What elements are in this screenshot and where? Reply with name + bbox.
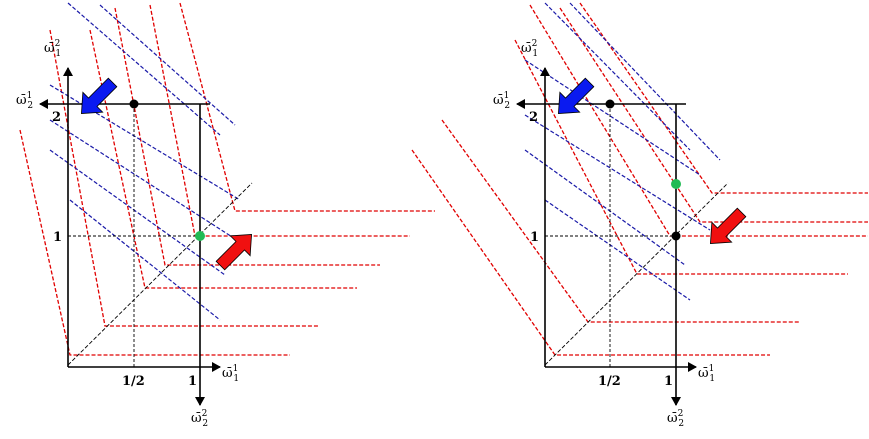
red-curve xyxy=(114,7,380,266)
red-curve xyxy=(441,119,800,323)
blue-curve xyxy=(524,114,711,231)
equilibrium-point xyxy=(671,231,681,241)
red-curve xyxy=(411,149,770,356)
red-curve xyxy=(179,2,435,212)
tick-label-1-y: 1 xyxy=(530,230,539,245)
red-indifference-curves xyxy=(19,2,435,356)
endowment-point xyxy=(129,99,139,109)
blue-curve xyxy=(49,84,241,201)
tick-label-half: 1/2 xyxy=(122,374,145,389)
red-curve xyxy=(579,2,868,194)
blue-curve xyxy=(99,4,236,126)
equilibrium-point xyxy=(195,231,205,241)
arrow-red-icon xyxy=(215,234,252,271)
blue-curve xyxy=(569,2,721,161)
blue-curve xyxy=(49,119,241,243)
blue-curve xyxy=(544,2,691,151)
blue-curve xyxy=(524,59,701,176)
red-curve xyxy=(19,129,290,356)
tick-label-2: 2 xyxy=(52,110,61,125)
tick-label-2: 2 xyxy=(529,110,538,125)
blue-curve xyxy=(69,199,221,321)
contract-diagonal xyxy=(67,182,253,366)
arrow-red-icon xyxy=(710,207,747,244)
red-curve xyxy=(559,7,868,223)
blue-curve xyxy=(544,199,691,301)
red-curve xyxy=(514,39,848,275)
red-curve xyxy=(149,4,410,237)
red-curve xyxy=(89,29,357,289)
tick-label-1-y: 1 xyxy=(53,230,62,245)
tick-label-1-x: 1 xyxy=(188,374,197,389)
endowment-point xyxy=(605,99,615,109)
red-curve xyxy=(49,29,318,327)
arrow-blue-icon xyxy=(558,77,595,114)
tick-label-half: 1/2 xyxy=(598,374,621,389)
tick-label-1-x: 1 xyxy=(664,374,673,389)
green-point xyxy=(671,179,681,189)
blue-curve xyxy=(49,149,226,276)
blue-indifference-curves xyxy=(524,2,721,301)
blue-curve xyxy=(67,2,221,136)
red-indifference-curves xyxy=(411,2,868,356)
arrow-blue-icon xyxy=(81,77,118,114)
blue-curve xyxy=(524,149,686,266)
contract-diagonal xyxy=(544,182,729,366)
